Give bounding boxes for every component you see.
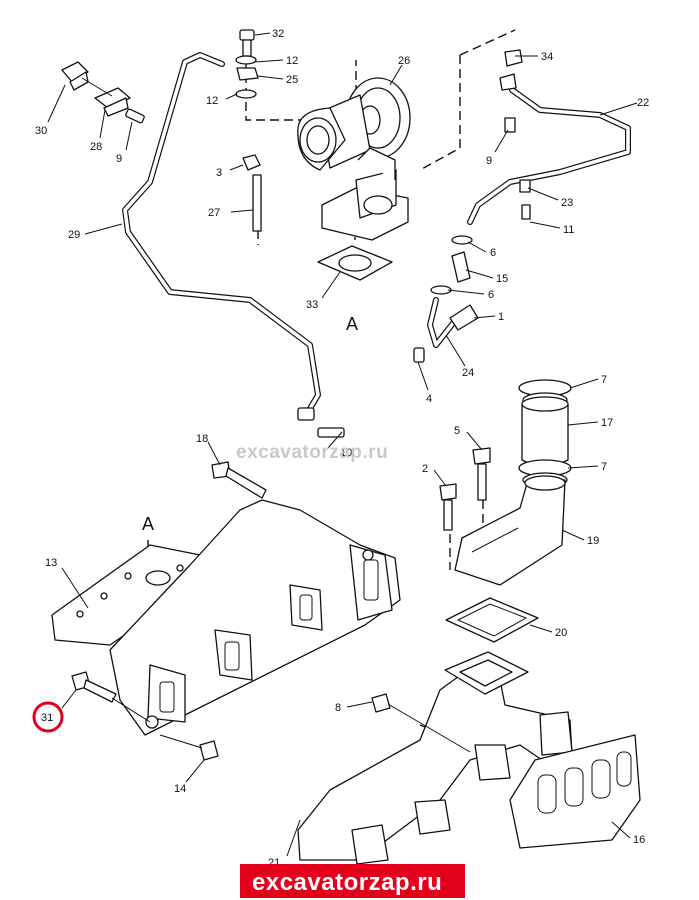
watermark-bottom: excavatorzap.ru xyxy=(252,869,442,896)
label-19: 19 xyxy=(587,535,599,547)
label-20: 20 xyxy=(555,627,567,639)
label-7: 7 xyxy=(601,374,607,386)
label-10: 10 xyxy=(340,447,352,459)
label-18: 18 xyxy=(196,433,208,445)
label-33: 33 xyxy=(306,299,318,311)
highlighted-part-31: 31 xyxy=(32,701,64,733)
label-14: 14 xyxy=(174,783,186,795)
intake-gasket xyxy=(509,734,641,849)
label-12: 12 xyxy=(206,95,218,107)
label-16: 16 xyxy=(633,834,645,846)
label-11: 11 xyxy=(563,224,574,236)
upper-fittings xyxy=(235,29,531,363)
label-22: 22 xyxy=(637,97,649,109)
label-26: 26 xyxy=(398,55,410,67)
intake-elbow xyxy=(439,447,566,586)
section-mark-lower: A xyxy=(142,514,154,534)
label-8: 8 xyxy=(335,702,341,714)
turbocharger xyxy=(297,77,411,241)
section-marks: A A xyxy=(142,314,358,534)
manifold-bolts xyxy=(71,461,267,761)
label-23: 23 xyxy=(561,197,573,209)
label-7: 7 xyxy=(601,461,607,473)
label-6: 6 xyxy=(490,247,496,259)
label-31: 31 xyxy=(41,712,53,724)
label-28: 28 xyxy=(90,141,102,153)
watermark-banner-bg xyxy=(240,864,465,898)
label-9: 9 xyxy=(486,155,492,167)
label-29: 29 xyxy=(68,229,80,241)
turbo-gasket xyxy=(317,245,393,281)
highlight-circle xyxy=(32,701,64,733)
part-number-labels: 32 12 25 12 26 34 22 30 28 9 9 3 23 27 1… xyxy=(35,28,649,869)
label-12: 12 xyxy=(286,55,298,67)
label-2: 2 xyxy=(422,463,428,475)
label-34: 34 xyxy=(541,51,553,63)
label-4: 4 xyxy=(426,393,432,405)
label-3: 3 xyxy=(216,167,222,179)
oil-supply-tube xyxy=(122,52,345,438)
label-5: 5 xyxy=(454,425,460,437)
watermark-banner: excavatorzap.ru xyxy=(240,864,465,898)
oil-return-tube xyxy=(427,87,631,348)
tube-clip-bracket xyxy=(61,61,145,124)
label-30: 30 xyxy=(35,125,47,137)
section-mark-upper: A xyxy=(346,314,358,334)
label-24: 24 xyxy=(462,367,474,379)
elbow-gasket xyxy=(445,597,539,643)
leader-lines xyxy=(47,32,638,857)
label-13: 13 xyxy=(45,557,57,569)
label-6: 6 xyxy=(488,289,494,301)
label-32: 32 xyxy=(272,28,284,40)
intake-hose-assembly xyxy=(518,379,572,488)
label-15: 15 xyxy=(496,273,508,285)
exhaust-manifold xyxy=(51,499,401,736)
label-17: 17 xyxy=(601,417,613,429)
label-25: 25 xyxy=(286,74,298,86)
label-9: 9 xyxy=(116,153,122,165)
label-1: 1 xyxy=(498,311,504,323)
watermark-top: excavatorzap.ru xyxy=(236,442,388,463)
label-27: 27 xyxy=(208,207,220,219)
